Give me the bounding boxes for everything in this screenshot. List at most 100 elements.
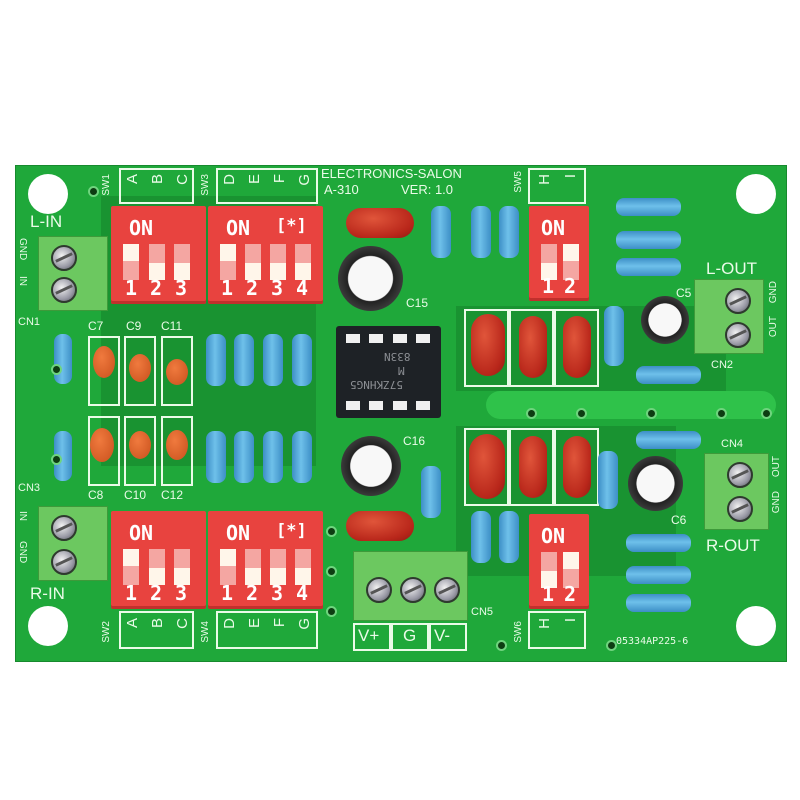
screw-icon[interactable] <box>434 577 460 603</box>
sw2-on-label: ON <box>129 521 154 545</box>
screw-icon[interactable] <box>51 277 77 303</box>
sw3-toggle-3[interactable] <box>270 244 286 280</box>
sw3-toggle-1[interactable] <box>220 244 236 280</box>
sw4-toggle-3[interactable] <box>270 549 286 585</box>
via <box>576 408 587 419</box>
sw4-toggle-2[interactable] <box>245 549 261 585</box>
sw3-letter-d: D <box>221 174 238 185</box>
resistor <box>292 431 312 483</box>
resistor <box>636 431 701 449</box>
resistor <box>626 594 691 612</box>
sw1-toggle-1[interactable] <box>123 244 139 280</box>
sw6-dip-switch[interactable]: ON 1 2 <box>529 514 589 609</box>
sw6-ref: SW6 <box>513 621 524 643</box>
sw3-toggle-2[interactable] <box>245 244 261 280</box>
c5-label: C5 <box>676 286 692 300</box>
cap-outline <box>88 416 120 486</box>
film-capacitor <box>346 511 414 541</box>
sw5-ref: SW5 <box>513 171 524 193</box>
sw4-letter-g: G <box>296 618 313 630</box>
sw4-toggle-1[interactable] <box>220 549 236 585</box>
cn3-pin-gnd: GND <box>17 541 28 564</box>
pcb-board: ELECTRONICS-SALON A-310 VER: 1.0 05334AP… <box>15 165 787 662</box>
screw-icon[interactable] <box>51 245 77 271</box>
sw4-toggle-4[interactable] <box>295 549 311 585</box>
c15-label: C15 <box>406 296 429 310</box>
cn1-pin-in: IN <box>17 276 28 286</box>
resistor <box>263 334 283 386</box>
mounting-hole <box>28 606 68 646</box>
sw1-toggle-2[interactable] <box>149 244 165 280</box>
sw4-letter-d: D <box>221 618 238 629</box>
resistor <box>234 334 254 386</box>
r-out-label: R-OUT <box>706 536 760 555</box>
sw3-pos-1: 1 <box>221 276 234 300</box>
cn4-ref: CN4 <box>721 438 744 450</box>
sw4-pos-3: 3 <box>271 581 284 605</box>
film-capacitor <box>563 316 591 378</box>
screw-icon[interactable] <box>400 577 426 603</box>
screw-icon[interactable] <box>727 462 753 488</box>
ic-marking: 833N <box>384 350 411 363</box>
sw2-toggle-1[interactable] <box>123 549 139 585</box>
via <box>716 408 727 419</box>
sw1-dip-switch[interactable]: ON 1 2 3 <box>111 206 206 304</box>
resistor <box>263 431 283 483</box>
sw1-letter-box <box>119 168 194 204</box>
model-label: A-310 <box>324 182 359 197</box>
screw-icon[interactable] <box>727 496 753 522</box>
sw2-pos-3: 3 <box>175 581 188 605</box>
op-amp-ic: 833N M 57ZKHNG5 <box>336 326 441 418</box>
sw6-letter-h: H <box>536 618 553 629</box>
pin-box <box>391 623 429 651</box>
screw-icon[interactable] <box>51 515 77 541</box>
sw5-on-label: ON <box>541 216 566 240</box>
pin-box <box>353 623 391 651</box>
ic-marking: M <box>398 364 405 377</box>
mounting-hole <box>736 606 776 646</box>
cap-outline <box>161 416 193 486</box>
sw1-on-label: ON <box>129 216 154 240</box>
sw2-letter-box <box>119 611 194 649</box>
resistor <box>54 334 72 384</box>
cn2-terminal-block[interactable] <box>694 279 764 354</box>
sw2-toggle-2[interactable] <box>149 549 165 585</box>
sw4-pos-1: 1 <box>221 581 234 605</box>
cap-outline <box>509 428 554 506</box>
sw6-toggle-1[interactable] <box>541 552 557 588</box>
sw5-toggle-2[interactable] <box>563 244 579 280</box>
cn1-terminal-block[interactable] <box>38 236 108 311</box>
resistor <box>616 198 681 216</box>
screw-icon[interactable] <box>725 322 751 348</box>
sw4-mark: [*] <box>276 521 307 541</box>
ceramic-capacitor-c10 <box>129 431 151 459</box>
sw5-toggle-1[interactable] <box>541 244 557 280</box>
c9-label: C9 <box>126 319 142 333</box>
resistor <box>54 431 72 481</box>
resistor <box>626 534 691 552</box>
cn2-pin-out: OUT <box>768 316 779 338</box>
sw4-dip-switch[interactable]: ON [*] 1 2 3 4 <box>208 511 323 609</box>
cn4-terminal-block[interactable] <box>704 453 769 530</box>
sw5-dip-switch[interactable]: ON 1 2 <box>529 206 589 301</box>
screw-icon[interactable] <box>366 577 392 603</box>
sw3-toggle-4[interactable] <box>295 244 311 280</box>
electrolytic-capacitor-c6 <box>628 456 683 511</box>
c7-label: C7 <box>88 319 104 333</box>
sw3-dip-switch[interactable]: ON [*] 1 2 3 4 <box>208 206 323 304</box>
cn3-terminal-block[interactable] <box>38 506 108 581</box>
sw4-letter-box <box>216 611 318 649</box>
sw1-toggle-3[interactable] <box>174 244 190 280</box>
sw5-pos-2: 2 <box>564 274 577 298</box>
sw2-letter-c: C <box>174 618 191 629</box>
sw6-toggle-2[interactable] <box>563 552 579 588</box>
screw-icon[interactable] <box>51 549 77 575</box>
sw2-toggle-3[interactable] <box>174 549 190 585</box>
c11-label: C11 <box>161 319 183 333</box>
sw6-letter-i: I <box>562 618 579 623</box>
cn5-power-terminal-block[interactable] <box>353 551 468 621</box>
via <box>88 186 99 197</box>
screw-icon[interactable] <box>725 288 751 314</box>
sw2-dip-switch[interactable]: ON 1 2 3 <box>111 511 206 609</box>
sw4-letter-f: F <box>271 618 288 628</box>
